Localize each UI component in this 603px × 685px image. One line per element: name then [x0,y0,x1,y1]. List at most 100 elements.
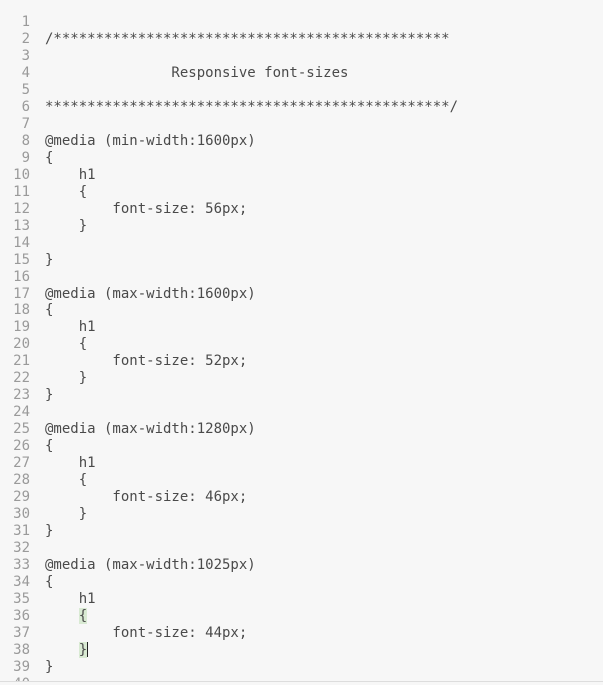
code-text: ****************************************… [45,98,459,115]
line-number: 11 [13,183,30,200]
code-line[interactable]: 25 @media (max-width:1280px) [0,421,603,438]
code-line[interactable]: 10 h1 [0,167,603,184]
line-number: 29 [13,489,30,506]
line-number: 7 [21,115,30,132]
line-number: 6 [21,98,30,115]
line-number: 28 [13,472,30,489]
line-number: 1 [21,14,30,30]
line-number: 40 [8,676,30,681]
code-line[interactable]: 27 h1 [0,455,603,472]
line-number: 31 [13,523,30,540]
line-number: 30 [13,506,30,523]
code-text: @media (max-width:1280px) [45,421,256,438]
text-cursor [87,642,89,658]
line-number: 23 [13,387,30,404]
code-line[interactable]: 15} [0,252,603,269]
line-number: 37 [13,624,30,641]
line-number: 24 [13,404,30,421]
line-number: 12 [13,200,30,217]
code-text: @media (min-width:1600px) [45,132,256,149]
line-number: 4 [21,64,30,81]
line-number: 5 [21,81,30,98]
line-number: 38 [13,641,30,658]
code-line[interactable]: 14 [0,235,603,252]
code-line[interactable]: 13 } [0,218,603,235]
line-number: 33 [13,557,30,573]
code-line[interactable]: 18{ [0,302,603,319]
line-number: 20 [13,336,30,353]
code-text: } [45,370,88,387]
code-line[interactable]: 23} [0,387,603,404]
line-number: 34 [13,573,30,590]
code-line[interactable]: 21 font-size: 52px; [0,353,603,370]
code-text: { [45,607,88,625]
line-number: 15 [13,251,30,268]
code-line[interactable]: 12 font-size: 56px; [0,201,603,218]
line-number: 25 [13,421,30,438]
code-line[interactable]: 36 { [0,607,603,625]
line-number: 21 [13,353,30,370]
code-line[interactable]: 17@media (max-width:1600px) [0,286,603,303]
line-number: 14 [13,234,30,251]
code-text: font-size: 56px; [45,200,248,217]
code-line[interactable]: 20 { [0,336,603,353]
code-line[interactable]: 39} [0,659,603,676]
line-number: 39 [13,658,30,675]
code-text: font-size: 52px; [45,353,248,370]
code-line[interactable]: 32 [0,540,603,557]
matched-brace: { [78,607,88,624]
code-text: Responsive font-sizes [45,64,349,81]
code-line[interactable]: 7 [0,116,603,133]
code-text: { [45,438,54,455]
line-number: 32 [13,540,30,557]
line-number: 8 [21,132,30,149]
code-line[interactable]: 4 Responsive font-sizes [0,65,603,82]
code-line[interactable]: 34{ [0,574,603,591]
code-line[interactable]: 35 h1 [0,591,603,608]
code-text: { [45,302,54,319]
code-line[interactable]: 40 [0,676,603,681]
code-text: { [45,472,88,489]
code-line[interactable]: 29 font-size: 46px; [0,489,603,506]
code-text: } [45,251,54,268]
code-line[interactable]: 28 { [0,472,603,489]
code-line[interactable]: 5 [0,82,603,99]
code-line[interactable]: 38 } [0,641,603,659]
line-number: 13 [13,217,30,234]
line-number: 35 [13,590,30,607]
code-line[interactable]: 16 [0,269,603,286]
code-text: { [45,336,88,353]
code-line[interactable]: 6 ***************************************… [0,99,603,116]
code-text: { [45,149,54,166]
code-text: } [45,506,88,523]
code-line[interactable]: 37 font-size: 44px; [0,625,603,642]
code-text: } [45,523,54,540]
code-text: font-size: 44px; [45,624,248,641]
code-text: { [45,183,88,200]
code-line[interactable]: 3 [0,48,603,65]
code-line[interactable]: 8 @media (min-width:1600px) [0,133,603,150]
code-line[interactable]: 33 @media (max-width:1025px) [0,557,603,574]
code-line[interactable]: 2/**************************************… [0,31,603,48]
code-line[interactable]: 26 { [0,438,603,455]
code-line[interactable]: 19 h1 [0,319,603,336]
matched-brace: } [78,641,88,658]
code-line[interactable]: 9{ [0,150,603,167]
line-number: 3 [21,47,30,64]
code-line[interactable]: 22 } [0,370,603,387]
code-text: } [45,641,89,659]
code-text: /***************************************… [45,30,450,47]
code-line[interactable]: 30 } [0,506,603,523]
line-number: 26 [13,438,30,455]
code-line[interactable]: 31} [0,523,603,540]
code-text: h1 [45,319,96,336]
line-number: 9 [21,149,30,166]
code-text: @media (max-width:1025px) [45,557,256,573]
line-number: 10 [13,166,30,183]
code-line[interactable]: 1 [0,14,603,31]
editor-bottom-border [0,681,603,682]
code-line[interactable]: 24 [0,404,603,421]
code-line[interactable]: 11 { [0,184,603,201]
line-number: 16 [13,268,30,285]
